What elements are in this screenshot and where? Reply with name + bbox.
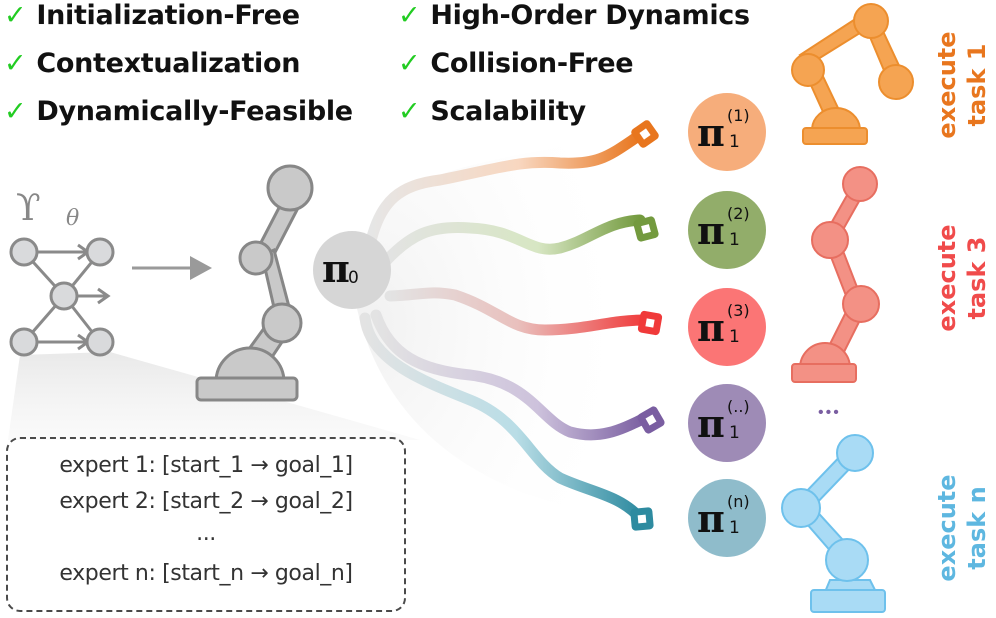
feature-label: Collision-Free	[430, 48, 634, 79]
pi-superscript: (..)	[727, 397, 750, 416]
check-icon: ✓	[4, 0, 27, 31]
task-label-line1: execute	[933, 31, 961, 139]
feature-label: Initialization-Free	[36, 0, 300, 31]
task-label-line1: execute	[933, 474, 961, 582]
policy-node-3	[688, 288, 766, 366]
pi-superscript: (2)	[727, 204, 750, 223]
task-label-line2: task 1	[963, 43, 991, 127]
trajectory-path-5	[359, 312, 646, 524]
end-effector-1-icon	[631, 120, 659, 148]
check-icon: ✓	[398, 0, 421, 31]
expert-line-n: expert n: [start_n → goal_n]	[59, 561, 353, 586]
task-label-line2: task n	[963, 486, 991, 570]
model-subscript: θ	[66, 206, 80, 231]
pi-symbol: π	[697, 208, 725, 253]
policy-node-1	[688, 93, 766, 171]
pi-subscript: 1	[729, 327, 740, 347]
trajectory-paths	[359, 129, 651, 524]
pi-superscript: (n)	[727, 492, 750, 511]
pi-symbol: π	[697, 305, 725, 350]
task-1-label: execute task 1	[932, 25, 992, 145]
feature-label: High-Order Dynamics	[430, 0, 750, 31]
feature-label: Scalability	[430, 96, 586, 127]
policy-node-2	[688, 191, 766, 269]
robot-arm-task-3-icon	[791, 166, 880, 383]
pi-subscript: 1	[729, 132, 740, 152]
expert-line-1: expert 1: [start_1 → goal_1]	[59, 453, 353, 478]
pi-subscript: 1	[729, 230, 740, 250]
policy-label-n: π (n) 1	[697, 492, 767, 544]
pi-symbol: π	[697, 110, 725, 155]
ellipsis-icon: •••	[818, 404, 841, 421]
end-effector-3-icon	[637, 310, 663, 336]
end-effector-5-icon	[630, 507, 654, 531]
policy-node-4	[688, 384, 766, 462]
feature-item: ✓ Initialization-Free	[4, 0, 300, 31]
pi-superscript: (3)	[727, 301, 750, 320]
end-effector-4-icon	[637, 406, 665, 434]
feature-item: ✓ Collision-Free	[398, 48, 634, 79]
pi-subscript: 0	[348, 268, 359, 288]
policy-label-3: π (3) 1	[697, 301, 767, 353]
model-symbol: ϒ	[16, 188, 41, 229]
base-policy-node	[313, 231, 391, 309]
check-icon: ✓	[4, 48, 27, 79]
neural-network-icon	[9, 237, 115, 357]
policy-label-4: π (..) 1	[697, 397, 767, 449]
expert-demonstrations-box: expert 1: [start_1 → goal_1] expert 2: […	[6, 437, 406, 612]
policy-label-1: π (1) 1	[697, 106, 767, 158]
arrow-right-icon	[132, 256, 212, 280]
pi-symbol: π	[697, 496, 725, 541]
trajectory-path-3	[384, 287, 651, 336]
feature-item: ✓ High-Order Dynamics	[398, 0, 750, 31]
base-robot-arm-icon	[195, 164, 314, 402]
expert-line-ellipsis: ...	[196, 521, 216, 546]
trajectory-path-4	[370, 309, 651, 441]
trajectory-path-2	[379, 214, 646, 268]
expert-line-2: expert 2: [start_2 → goal_2]	[59, 489, 353, 514]
trajectory-path-1	[364, 129, 646, 251]
robot-arm-task-1-icon	[791, 3, 914, 145]
task-3-label: execute task 3	[932, 218, 992, 338]
task-label-line1: execute	[933, 224, 961, 332]
pi-symbol: π	[322, 246, 350, 291]
policy-label-2: π (2) 1	[697, 204, 767, 256]
check-icon: ✓	[398, 48, 421, 79]
check-icon: ✓	[4, 96, 27, 127]
policy-node-n	[688, 479, 766, 557]
base-policy-label: π 0	[322, 248, 382, 292]
pi-superscript: (1)	[727, 106, 750, 125]
end-effector-2-icon	[633, 216, 659, 242]
check-icon: ✓	[398, 96, 421, 127]
pi-subscript: 1	[729, 518, 740, 538]
feature-item: ✓ Scalability	[398, 96, 586, 127]
feature-item: ✓ Contextualization	[4, 48, 300, 79]
pi-symbol: π	[697, 401, 725, 446]
feature-label: Dynamically-Feasible	[36, 96, 353, 127]
robot-arm-task-n-icon	[781, 434, 886, 613]
feature-item: ✓ Dynamically-Feasible	[4, 96, 353, 127]
feature-label: Contextualization	[36, 48, 301, 79]
task-n-label: execute task n	[932, 468, 992, 588]
task-label-line2: task 3	[963, 236, 991, 320]
pi-subscript: 1	[729, 423, 740, 443]
